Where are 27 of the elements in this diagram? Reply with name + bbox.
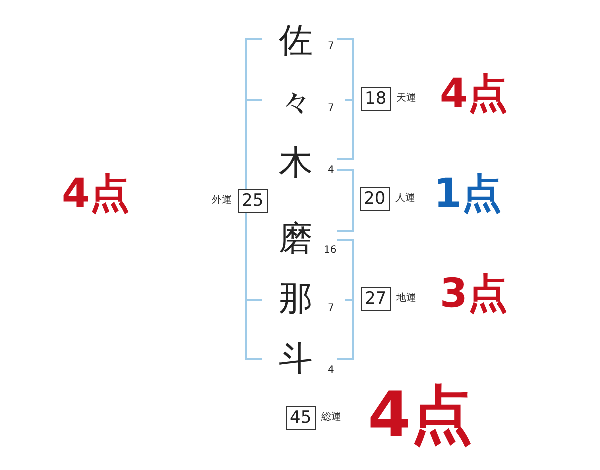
fortune-label: 人運 (396, 194, 416, 204)
stroke-count: 4 (328, 166, 334, 176)
name-character: 木 (279, 146, 313, 180)
fortune-label: 地運 (396, 294, 417, 304)
fortune-label: 天運 (396, 94, 417, 104)
stroke-count: 7 (328, 42, 334, 52)
fortune-label: 外運 (212, 196, 232, 206)
name-character: 磨 (279, 222, 313, 256)
name-character: 斗 (279, 342, 313, 376)
number-box: 45 (286, 406, 316, 430)
stroke-count: 16 (324, 246, 337, 256)
stroke-count: 7 (328, 304, 334, 314)
score-text: 1点 (434, 174, 502, 214)
number-box: 25 (238, 189, 268, 213)
score-text: 4点 (368, 384, 474, 446)
number-box: 18 (361, 87, 391, 111)
stroke-count: 4 (328, 366, 334, 376)
score-text: 4点 (440, 74, 508, 114)
name-character: 那 (279, 282, 313, 316)
number-box: 27 (361, 287, 391, 311)
score-text: 3点 (440, 274, 508, 314)
name-character: 佐 (279, 24, 313, 58)
score-text: 4点 (62, 174, 130, 214)
fortune-label: 総運 (322, 413, 342, 423)
number-box: 20 (360, 187, 390, 211)
name-character: 々 (279, 86, 313, 120)
stroke-count: 7 (328, 104, 334, 114)
